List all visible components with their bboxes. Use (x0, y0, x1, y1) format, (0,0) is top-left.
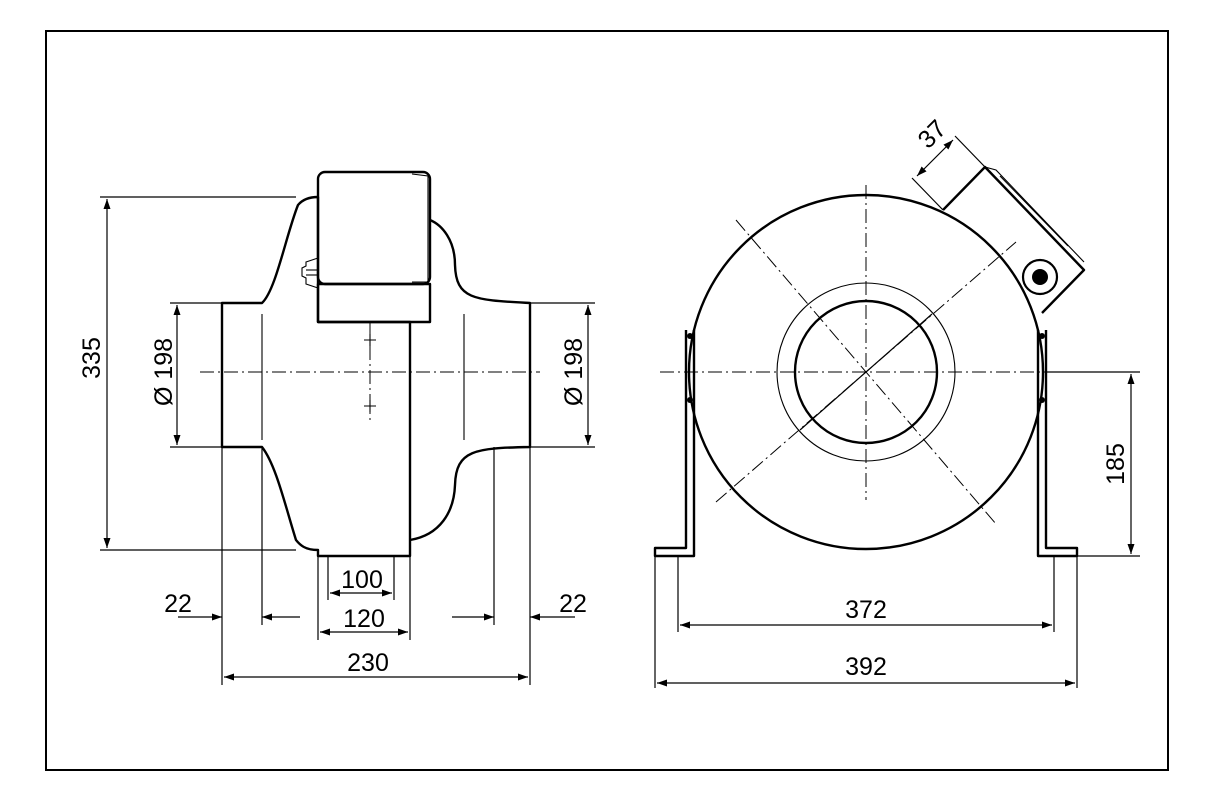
front-terminal-box (942, 165, 1086, 314)
dim-width-372: 372 (845, 596, 887, 624)
dim-width-100: 100 (341, 566, 383, 594)
terminal-box (316, 170, 432, 286)
dim-width-230: 230 (347, 649, 389, 677)
cable-gland (301, 257, 319, 289)
dim-width-392: 392 (845, 653, 887, 681)
side-view (200, 170, 540, 558)
dim-diameter-right: Ø 198 (560, 338, 588, 406)
mounting-foot-left (653, 330, 696, 558)
dim-height-335: 335 (78, 337, 106, 379)
dim-axis-185: 185 (1102, 443, 1130, 485)
cable-entry (1021, 258, 1059, 296)
front-view (653, 165, 1140, 558)
fan-housing-outline (220, 195, 412, 558)
dim-terminal-37: 37 (913, 115, 952, 154)
dim-width-120: 120 (343, 605, 385, 633)
drawing-frame (45, 30, 1169, 771)
side-view-dimensions: 335 Ø 198 Ø 198 100 120 22 22 (78, 196, 595, 685)
mounting-foot-right (1036, 330, 1079, 558)
dim-flange-left-22: 22 (164, 590, 192, 618)
front-view-dimensions: 37 185 372 392 (654, 115, 1140, 688)
dim-diameter-left: Ø 198 (150, 338, 178, 406)
dim-flange-right-22: 22 (559, 590, 587, 618)
terminal-box-base (316, 282, 432, 324)
